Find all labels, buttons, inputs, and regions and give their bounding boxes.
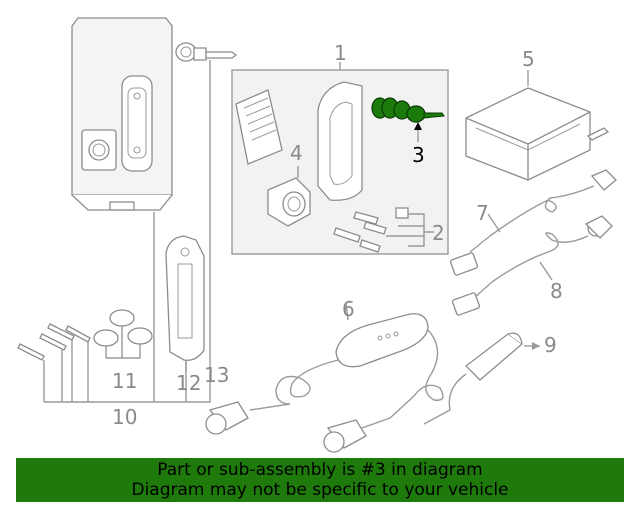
bracket-12	[165, 235, 205, 372]
parts-diagram: 1 2 3 4 5 6 7 8 9 10 11 12 13	[17, 17, 617, 453]
banner-line-2: Diagram may not be specific to your vehi…	[131, 480, 509, 500]
callout-10: 10	[112, 405, 137, 429]
control-unit-6	[205, 303, 444, 453]
callout-2: 2	[432, 221, 445, 245]
callout-5: 5	[522, 47, 535, 71]
callout-13: 13	[204, 363, 229, 387]
info-banner: Part or sub-assembly is #3 in diagram Di…	[16, 458, 624, 502]
small-parts-10-11	[17, 60, 211, 403]
callout-4: 4	[290, 141, 303, 165]
callout-11: 11	[112, 369, 137, 393]
callout-8: 8	[550, 279, 563, 303]
callout-6: 6	[342, 297, 355, 321]
wallbox-housing	[71, 17, 173, 211]
callout-12: 12	[176, 371, 201, 395]
kit-box-1	[231, 69, 449, 255]
cable-7	[449, 169, 617, 276]
banner-line-1: Part or sub-assembly is #3 in diagram	[157, 460, 483, 480]
portable-charger-5	[465, 70, 610, 181]
highlighted-part-3	[371, 97, 445, 142]
callout-1: 1	[334, 41, 347, 65]
callout-9: 9	[544, 333, 557, 357]
connector-9	[423, 332, 540, 425]
cable-8	[451, 215, 613, 316]
callout-3: 3	[412, 143, 425, 167]
lock-cylinder	[175, 42, 238, 62]
callout-7: 7	[476, 201, 489, 225]
